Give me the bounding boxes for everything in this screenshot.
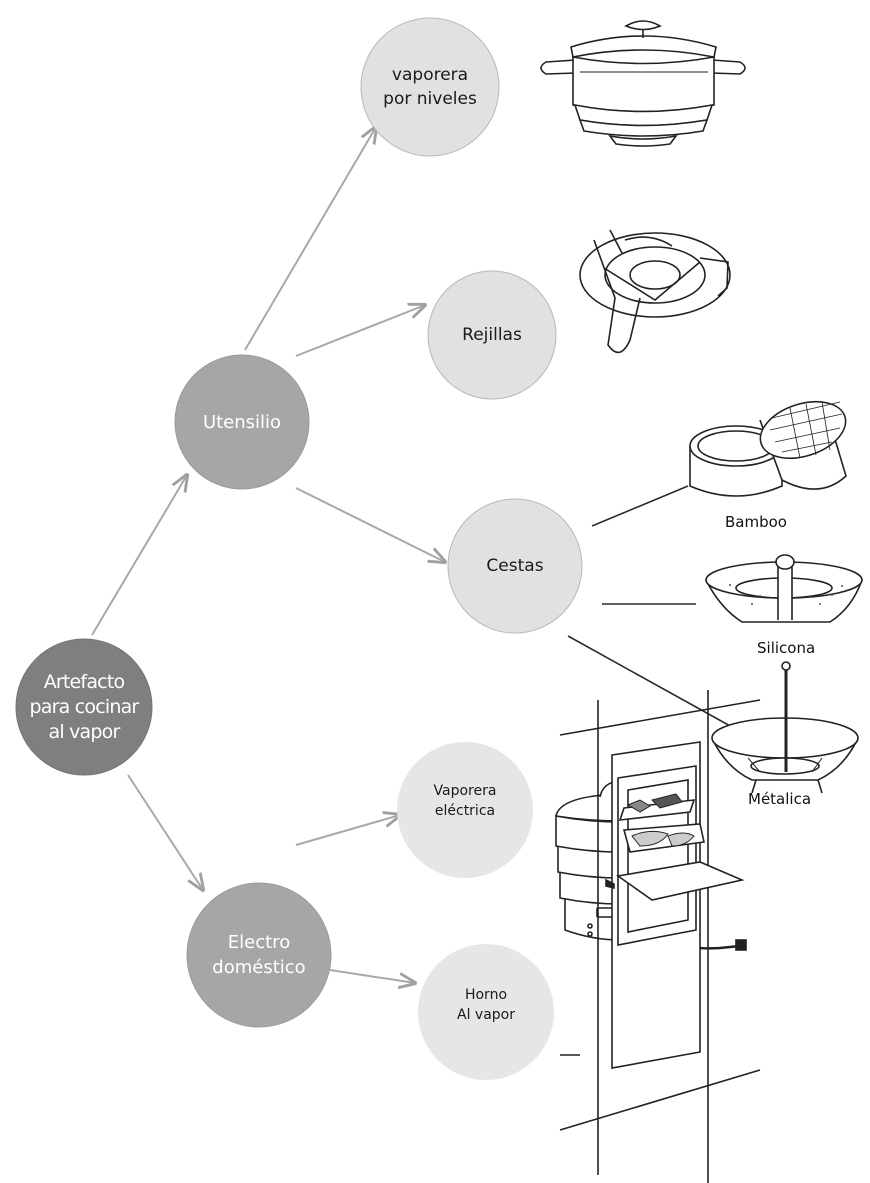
label-root: Artefacto para cocinar al vapor	[29, 670, 140, 743]
arrow-utensilio-cestas	[295, 487, 445, 562]
node-electro	[186, 882, 332, 1028]
node-vaporera-niveles	[360, 17, 500, 157]
node-horno	[418, 944, 554, 1080]
caption-bamboo: Bamboo	[725, 513, 787, 531]
arrow-utensilio-rejillas	[295, 305, 425, 357]
line-cestas-bamboo	[591, 485, 689, 527]
caption-silicona: Silicona	[757, 639, 815, 657]
steam-oven-icon	[559, 690, 761, 1183]
line-cestas-metalica	[567, 635, 733, 728]
label-horno: Horno Al vapor	[457, 987, 515, 1023]
arrow-root-electro	[127, 774, 203, 890]
node-rejillas	[427, 270, 557, 400]
node-root	[15, 638, 153, 776]
label-cestas: Cestas	[486, 556, 544, 576]
node-vaporera-electrica	[397, 742, 533, 878]
label-rejillas: Rejillas	[462, 325, 522, 345]
arrow-root-utensilio	[91, 475, 187, 636]
trivet-rack-icon	[579, 229, 731, 354]
arrow-electro-horno	[329, 969, 415, 983]
caption-metalica: Métalica	[748, 790, 811, 808]
label-vaporera-electrica: Vaporera eléctrica	[433, 783, 497, 819]
arrow-utensilio-vaporera	[244, 127, 376, 351]
label-utensilio: Utensilio	[202, 411, 282, 433]
arrow-electro-vaporera-electrica	[295, 815, 400, 846]
stock-pot-steamer-icon	[540, 20, 746, 147]
node-utensilio	[174, 354, 310, 490]
metal-steamer-basket-icon	[711, 661, 859, 794]
node-cestas	[447, 498, 583, 634]
label-vaporera-niveles: vaporera por niveles	[383, 65, 477, 109]
bamboo-steamer-icon	[689, 400, 847, 497]
silicone-steamer-basket-icon	[704, 554, 864, 623]
label-electro: Electro doméstico	[212, 932, 306, 978]
